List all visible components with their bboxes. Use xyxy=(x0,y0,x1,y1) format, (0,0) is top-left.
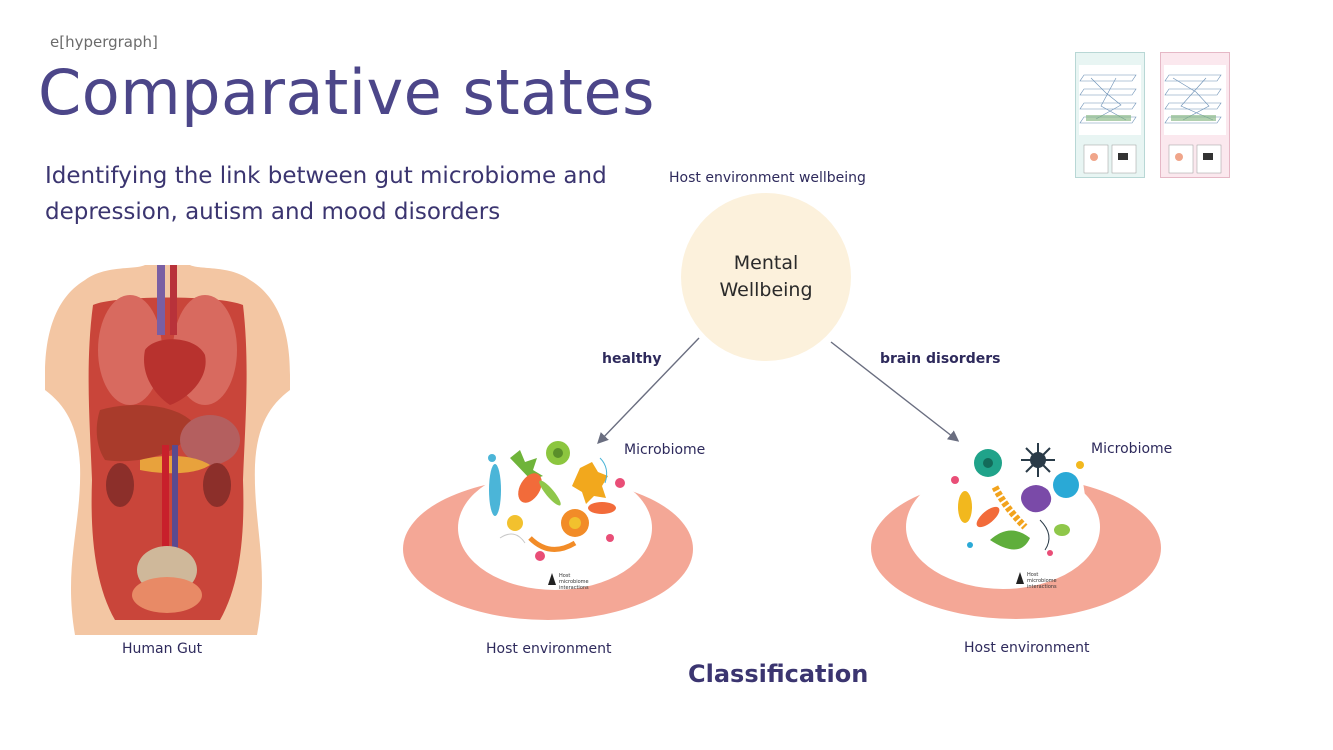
layered-graph-icon xyxy=(1079,65,1141,174)
thumbnail-disorder-state xyxy=(1160,52,1230,178)
branch-label-healthy: healthy xyxy=(602,351,662,367)
classification-heading: Classification xyxy=(688,660,869,688)
wellbeing-heading: Host environment wellbeing xyxy=(669,170,866,186)
mental-wellbeing-node: Mental Wellbeing xyxy=(681,193,851,361)
host-environment-label-right: Host environment xyxy=(964,640,1090,656)
brand-label: e[hypergraph] xyxy=(50,33,158,51)
microbiome-label-left: Microbiome xyxy=(624,442,706,458)
microbiome-label-right: Microbiome xyxy=(1091,441,1173,457)
human-anatomy-illustration xyxy=(45,265,290,635)
branch-label-brain-disorders: brain disorders xyxy=(880,351,1001,367)
host-microbiome-icon xyxy=(1016,572,1024,584)
thumbnail-healthy-state xyxy=(1075,52,1145,178)
host-microbiome-caption-right: Host microbiome interactions xyxy=(1027,572,1057,590)
host-microbiome-icon xyxy=(548,573,556,585)
page-subtitle: Identifying the link between gut microbi… xyxy=(45,163,607,225)
microbiome-cluster-healthy xyxy=(480,428,630,578)
layered-graph-icon xyxy=(1164,65,1226,174)
arrow-brain-disorders xyxy=(830,341,960,442)
human-gut-caption: Human Gut xyxy=(122,641,203,657)
arrow-healthy xyxy=(597,337,700,445)
host-microbiome-caption-left: Host microbiome interactions xyxy=(559,573,589,591)
mental-wellbeing-label: Mental Wellbeing xyxy=(719,252,813,301)
host-environment-label-left: Host environment xyxy=(486,641,612,657)
page-title: Comparative states xyxy=(38,56,655,129)
microbiome-cluster-disorder xyxy=(940,425,1090,575)
